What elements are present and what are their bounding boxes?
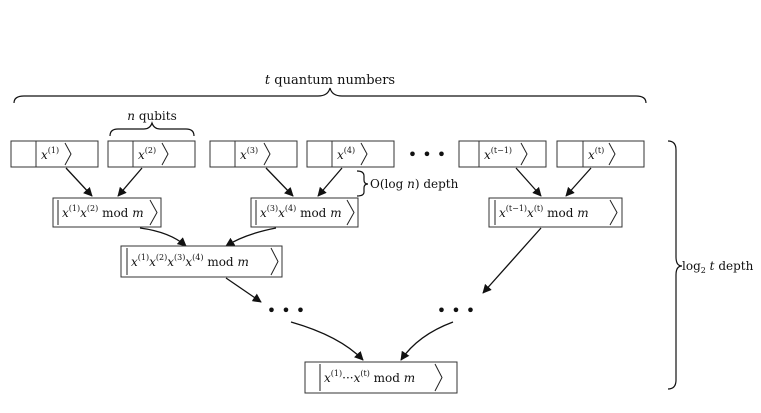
arrow xyxy=(225,277,262,303)
input-register-2: x(2) xyxy=(107,140,196,168)
arrow xyxy=(290,321,364,361)
depth-brace xyxy=(356,170,369,197)
qubit-brace xyxy=(109,121,195,137)
top-brace xyxy=(13,87,647,104)
svg-text:x(1)···x(t) mod m: x(1)···x(t) mod m xyxy=(324,369,415,385)
svg-text:x(2): x(2) xyxy=(138,146,156,162)
final-product-register: x(1)···x(t) mod m xyxy=(304,361,458,394)
product-register-1-4: x(1)x(2)x(3)x(4) mod m xyxy=(120,245,283,278)
arrow xyxy=(65,167,93,197)
product-register-1-2: x(1)x(2) mod m xyxy=(52,197,162,228)
svg-text:x(4): x(4) xyxy=(337,146,355,162)
top-label: t quantum numbers xyxy=(265,73,395,88)
arrow xyxy=(139,227,187,247)
qubit-label: n qubits xyxy=(127,109,176,123)
product-register-3-4: x(3)x(4) mod m xyxy=(250,197,359,228)
arrow xyxy=(515,167,542,197)
svg-text:x(1)x(2) mod m: x(1)x(2) mod m xyxy=(62,204,144,220)
depth-label: O(log n) depth xyxy=(370,177,459,191)
input-register-4: x(4) xyxy=(306,140,395,168)
arrow xyxy=(225,227,277,247)
arrow xyxy=(565,167,592,197)
svg-text:x(t−1)x(t) mod m: x(t−1)x(t) mod m xyxy=(499,204,589,220)
arrow xyxy=(117,167,143,197)
right-brace xyxy=(667,140,683,390)
input-register-1: x(1) xyxy=(10,140,99,168)
arrow xyxy=(400,321,454,361)
svg-text:x(3)x(4) mod m: x(3)x(4) mod m xyxy=(260,204,342,220)
input-register-3: x(3) xyxy=(209,140,298,168)
arrow xyxy=(265,167,294,197)
svg-text:x(1): x(1) xyxy=(41,146,59,162)
input-register-t: x(t) xyxy=(556,140,645,168)
arrow xyxy=(482,227,542,294)
inputs-ellipsis: • • • xyxy=(408,145,446,164)
input-register-t-minus-1: x(t−1) xyxy=(458,140,547,168)
svg-text:x(t−1): x(t−1) xyxy=(484,146,512,162)
right-label: log2 t depth xyxy=(682,259,754,275)
svg-text:x(3): x(3) xyxy=(240,146,258,162)
right-ellipsis: • • • xyxy=(437,301,475,320)
svg-text:x(t): x(t) xyxy=(588,146,604,162)
left-ellipsis: • • • xyxy=(267,301,305,320)
arrow xyxy=(317,167,343,197)
product-register-t-minus-1-t: x(t−1)x(t) mod m xyxy=(488,197,623,228)
svg-text:x(1)x(2)x(3)x(4) mod m: x(1)x(2)x(3)x(4) mod m xyxy=(131,253,249,269)
